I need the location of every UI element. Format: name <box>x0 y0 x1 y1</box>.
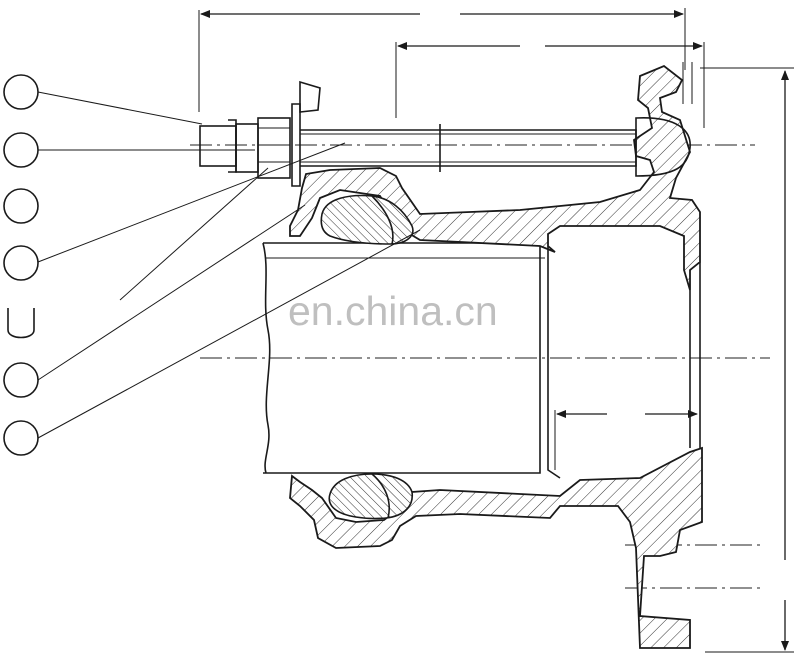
callout-2 <box>3 132 39 168</box>
upper-gasket <box>320 194 414 245</box>
flange-face-outline <box>547 246 701 479</box>
callout-5 <box>7 308 35 339</box>
callout-7 <box>3 420 39 456</box>
upper-body-casting <box>289 64 701 291</box>
watermark: en.china.cn <box>288 288 498 334</box>
t-bolt <box>300 117 691 177</box>
dimension-lines <box>198 8 794 653</box>
leader-lines <box>37 91 421 439</box>
callout-3 <box>3 188 39 224</box>
callout-1 <box>3 74 39 110</box>
callout-6 <box>3 362 39 398</box>
upper-flange <box>291 80 321 187</box>
nut-washer <box>199 117 291 179</box>
callout-4 <box>3 245 39 281</box>
lower-gasket <box>328 473 413 520</box>
callout-balloons <box>3 74 39 456</box>
